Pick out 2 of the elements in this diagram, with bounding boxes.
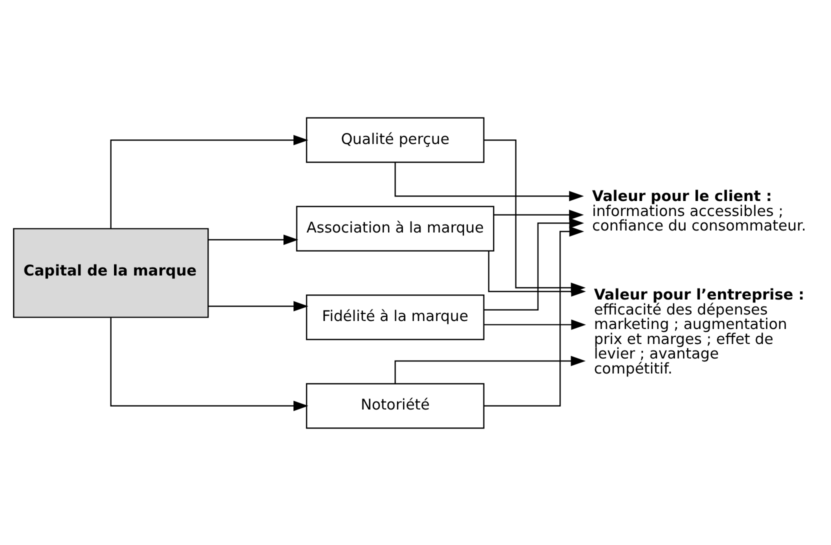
node-text: Valeur pour le client : informations accessibles ; confiance du consommateur.: [592, 188, 806, 234]
node-text: Valeur pour l’entreprise : efficacité des dépenses marketing ; augmentation prix et marges ; effet de levier ; avantage compétitif.: [594, 286, 804, 377]
